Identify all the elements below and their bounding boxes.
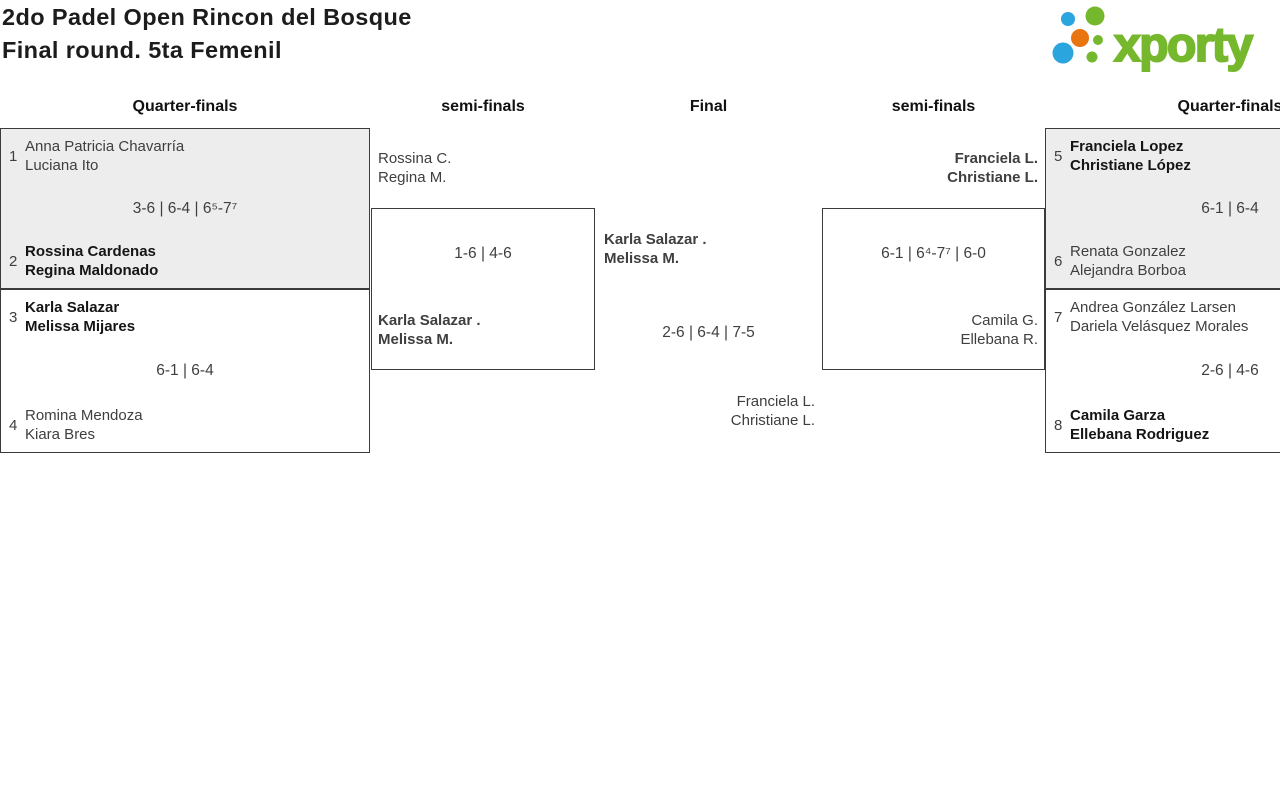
team-name: Camila Garza Ellebana Rodriguez bbox=[1070, 406, 1209, 444]
column-header-quarter-finals-right: Quarter-finals bbox=[1177, 98, 1280, 115]
match-qf-right-top[interactable]: 5 Franciela Lopez Christiane López 6-1 |… bbox=[1045, 128, 1280, 289]
seed-number: 6 bbox=[1054, 252, 1063, 270]
team-entry: 2 Rossina Cardenas Regina Maldonado bbox=[1, 242, 158, 280]
logo-dot-blue-small bbox=[1061, 12, 1075, 26]
player-2-name: Christiane López bbox=[1070, 157, 1191, 174]
team-name: Karla Salazar Melissa Mijares bbox=[25, 298, 135, 336]
player-1-name: Franciela L. bbox=[954, 150, 1038, 167]
team-entry: 6 Renata Gonzalez Alejandra Borboa bbox=[1046, 242, 1186, 280]
player-1-name: Anna Patricia Chavarría bbox=[25, 138, 185, 155]
player-1-name: Romina Mendoza bbox=[25, 407, 143, 424]
player-1-name: Franciela Lopez bbox=[1070, 138, 1184, 155]
match-score: 1-6 | 4-6 bbox=[454, 245, 512, 262]
team-name: Andrea González Larsen Dariela Velásquez… bbox=[1070, 298, 1248, 336]
team-name: Karla Salazar . Melissa M. bbox=[604, 230, 707, 268]
player-2-name: Melissa Mijares bbox=[25, 318, 136, 335]
player-2-name: Melissa M. bbox=[378, 331, 454, 348]
column-header-semi-finals-right: semi-finals bbox=[891, 98, 976, 115]
player-2-name: Regina M. bbox=[378, 169, 447, 186]
column-header-quarter-finals-left: Quarter-finals bbox=[132, 98, 238, 115]
seed-number: 4 bbox=[9, 416, 18, 434]
team-name: Romina Mendoza Kiara Bres bbox=[25, 406, 143, 444]
team-entry: 7 Andrea González Larsen Dariela Velásqu… bbox=[1046, 298, 1248, 336]
match-sf-right[interactable]: 6-1 | 6⁴-7⁷ | 6-0 bbox=[822, 208, 1045, 370]
column-header-final: Final bbox=[689, 98, 728, 115]
player-1-name: Andrea González Larsen bbox=[1070, 299, 1236, 316]
round-category: Final round. 5ta Femenil bbox=[2, 37, 282, 63]
team-entry: 5 Franciela Lopez Christiane López bbox=[1046, 137, 1191, 175]
page-title: 2do Padel Open Rincon del Bosque Final r… bbox=[2, 1, 412, 67]
tournament-name: 2do Padel Open Rincon del Bosque bbox=[2, 4, 412, 30]
seed-number: 3 bbox=[9, 308, 18, 326]
logo-dot-blue-large bbox=[1052, 42, 1074, 64]
logo-dot-green-bottom bbox=[1086, 51, 1098, 63]
player-2-name: Regina Maldonado bbox=[25, 262, 159, 279]
match-qf-right-bottom[interactable]: 7 Andrea González Larsen Dariela Velásqu… bbox=[1045, 289, 1280, 453]
match-score: 3-6 | 6-4 | 6⁵-7⁷ bbox=[132, 199, 238, 217]
logo-dot-orange bbox=[1071, 29, 1089, 47]
logo-dot-green-large bbox=[1085, 6, 1105, 26]
team-name: Renata Gonzalez Alejandra Borboa bbox=[1070, 242, 1186, 280]
match-qf-left-top[interactable]: 1 Anna Patricia Chavarría Luciana Ito 3-… bbox=[0, 128, 370, 289]
team-name: Rossina C. Regina M. bbox=[378, 149, 451, 187]
seed-number: 7 bbox=[1054, 308, 1063, 326]
match-sf-left[interactable]: 1-6 | 4-6 bbox=[371, 208, 595, 370]
team-entry: 3 Karla Salazar Melissa Mijares bbox=[1, 298, 135, 336]
player-1-name: Camila Garza bbox=[1070, 407, 1166, 424]
team-name: Anna Patricia Chavarría Luciana Ito bbox=[25, 137, 184, 175]
player-2-name: Alejandra Borboa bbox=[1070, 262, 1186, 279]
logo-dot-green-small bbox=[1093, 35, 1103, 45]
player-2-name: Ellebana R. bbox=[960, 331, 1038, 348]
player-1-name: Renata Gonzalez bbox=[1070, 243, 1186, 260]
player-1-name: Karla Salazar . bbox=[604, 231, 707, 248]
player-2-name: Melissa M. bbox=[604, 250, 680, 267]
player-2-name: Kiara Bres bbox=[25, 426, 96, 443]
seed-number: 1 bbox=[9, 147, 18, 165]
team-name: Karla Salazar . Melissa M. bbox=[378, 311, 481, 349]
team-name: Rossina Cardenas Regina Maldonado bbox=[25, 242, 158, 280]
column-header-semi-finals-left: semi-finals bbox=[441, 98, 525, 115]
team-name: Franciela L. Christiane L. bbox=[822, 149, 1038, 187]
match-score: 6-1 | 6-4 bbox=[156, 362, 214, 379]
seed-number: 5 bbox=[1054, 147, 1063, 165]
player-2-name: Ellebana Rodriguez bbox=[1070, 426, 1210, 443]
team-entry: 1 Anna Patricia Chavarría Luciana Ito bbox=[1, 137, 184, 175]
player-1-name: Camila G. bbox=[971, 312, 1038, 329]
logo-wordmark: xporty bbox=[1114, 19, 1254, 72]
match-qf-left-bottom[interactable]: 3 Karla Salazar Melissa Mijares 6-1 | 6-… bbox=[0, 289, 370, 453]
match-score: 2-6 | 4-6 bbox=[1201, 362, 1259, 379]
player-1-name: Franciela L. bbox=[736, 393, 815, 410]
player-2-name: Christiane L. bbox=[947, 169, 1038, 186]
match-score: 2-6 | 6-4 | 7-5 bbox=[662, 324, 755, 341]
player-1-name: Karla Salazar . bbox=[378, 312, 481, 329]
seed-number: 2 bbox=[9, 252, 18, 270]
seed-number: 8 bbox=[1054, 416, 1063, 434]
team-name: Franciela Lopez Christiane López bbox=[1070, 137, 1191, 175]
player-1-name: Rossina Cardenas bbox=[25, 243, 156, 260]
xporty-logo[interactable]: xporty bbox=[1048, 4, 1280, 72]
player-1-name: Karla Salazar bbox=[25, 299, 120, 316]
team-name: Camila G. Ellebana R. bbox=[822, 311, 1038, 349]
player-2-name: Christiane L. bbox=[730, 412, 815, 429]
match-score: 6-1 | 6⁴-7⁷ | 6-0 bbox=[881, 245, 986, 262]
player-1-name: Rossina C. bbox=[378, 150, 452, 167]
team-name: Franciela L. Christiane L. bbox=[595, 392, 815, 430]
team-entry: 8 Camila Garza Ellebana Rodriguez bbox=[1046, 406, 1209, 444]
player-2-name: Dariela Velásquez Morales bbox=[1070, 318, 1249, 335]
player-2-name: Luciana Ito bbox=[25, 157, 99, 174]
team-entry: 4 Romina Mendoza Kiara Bres bbox=[1, 406, 143, 444]
match-score: 6-1 | 6-4 bbox=[1201, 199, 1259, 217]
